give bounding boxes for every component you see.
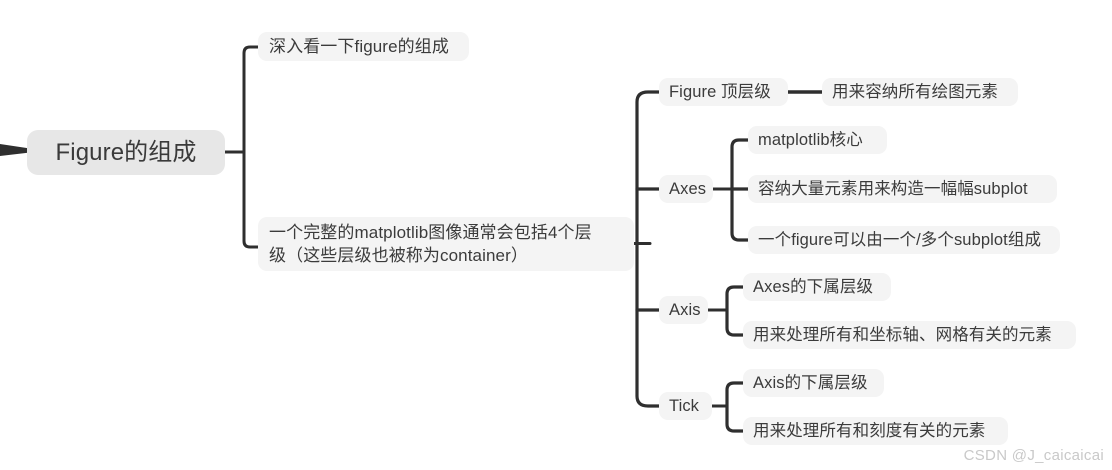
- level3-node-axis-2[interactable]: 用来处理所有和坐标轴、网格有关的元素: [743, 321, 1076, 349]
- branch-node-1-label: 深入看一下figure的组成: [269, 36, 449, 56]
- level3-node-tick-2-label: 用来处理所有和刻度有关的元素: [753, 421, 986, 440]
- level3-node-figure-1-label: 用来容纳所有绘图元素: [832, 82, 998, 101]
- root-node-label: Figure的组成: [55, 138, 197, 166]
- root-bracket-line: [242, 45, 260, 249]
- level3-node-axes-3[interactable]: 一个figure可以由一个/多个subplot组成: [748, 226, 1060, 254]
- branch-node-2[interactable]: 一个完整的matplotlib图像通常会包括4个层 级（这些层级也被称为cont…: [258, 217, 634, 271]
- level2-node-axis-label: Axis: [669, 300, 701, 319]
- level3-node-axis-1[interactable]: Axes的下属层级: [743, 273, 891, 301]
- branch-node-1[interactable]: 深入看一下figure的组成: [258, 32, 469, 61]
- level3-node-axes-1[interactable]: matplotlib核心: [748, 126, 887, 154]
- level3-node-axis-1-label: Axes的下属层级: [753, 277, 874, 296]
- level3-node-axis-2-label: 用来处理所有和坐标轴、网格有关的元素: [753, 325, 1052, 344]
- level2-node-axes-label: Axes: [669, 179, 707, 198]
- level2-node-figure[interactable]: Figure 顶层级: [659, 78, 788, 106]
- level2-node-figure-label: Figure 顶层级: [669, 82, 771, 101]
- root-trunk-line: [0, 144, 30, 156]
- level2-node-axis[interactable]: Axis: [659, 296, 708, 324]
- level3-node-figure-1[interactable]: 用来容纳所有绘图元素: [822, 78, 1018, 106]
- branch-node-2-label: 一个完整的matplotlib图像通常会包括4个层 级（这些层级也被称为cont…: [269, 222, 592, 265]
- axes-bracket-line: [730, 138, 750, 242]
- level3-node-axes-2-label: 容纳大量元素用来构造一幅幅subplot: [758, 179, 1028, 198]
- level2-node-tick-label: Tick: [669, 396, 700, 415]
- level3-node-axes-3-label: 一个figure可以由一个/多个subplot组成: [758, 230, 1042, 249]
- level2-node-tick[interactable]: Tick: [659, 392, 712, 420]
- level3-node-tick-1[interactable]: Axis的下属层级: [743, 369, 884, 397]
- level2-node-axes[interactable]: Axes: [659, 175, 713, 203]
- level3-node-axes-1-label: matplotlib核心: [758, 130, 863, 149]
- level3-node-tick-2[interactable]: 用来处理所有和刻度有关的元素: [743, 417, 1008, 445]
- axis-bracket-line: [725, 285, 745, 337]
- root-node[interactable]: Figure的组成: [27, 130, 225, 175]
- watermark: CSDN @J_caicaicai: [963, 447, 1104, 464]
- level3-node-axes-2[interactable]: 容纳大量元素用来构造一幅幅subplot: [748, 175, 1057, 203]
- branch2-bracket-line: [635, 90, 661, 408]
- level3-node-tick-1-label: Axis的下属层级: [753, 373, 868, 392]
- tick-bracket-line: [725, 381, 745, 433]
